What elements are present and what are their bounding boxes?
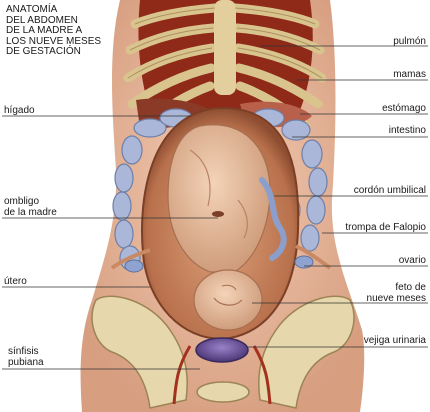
title-line-2: DEL ABDOMEN — [6, 14, 78, 26]
label-feto-line-1: feto de — [395, 282, 426, 293]
label-ombligo-line-1: ombligo — [4, 196, 40, 207]
label-estomago: estómago — [382, 103, 426, 114]
umbilical-cord — [259, 177, 287, 261]
label-ovario: ovario — [398, 255, 426, 266]
title-line-3: DE LA MADRE A — [6, 25, 83, 37]
label-higado: hígado — [4, 105, 35, 116]
label-feto: feto de nueve meses — [367, 282, 426, 304]
pelvis — [91, 295, 355, 409]
label-cordon-umbilical: cordón umbilical — [353, 185, 426, 196]
diagram-title: ANATOMÍA DEL ABDOMEN DE LA MADRE A LOS N… — [6, 4, 102, 58]
leader-lines — [2, 45, 428, 370]
ovary-right — [294, 255, 314, 269]
title-line-4: LOS NUEVE MESES — [6, 35, 102, 47]
fallopian-tube-right — [295, 244, 332, 270]
label-mamas: mamas — [393, 69, 426, 80]
label-feto-line-2: nueve meses — [366, 293, 426, 304]
label-sinfisis-line-1: sínfisis — [8, 346, 39, 357]
label-intestino: intestino — [388, 125, 426, 136]
fallopian-tube-left — [110, 248, 151, 270]
sternum — [214, 0, 236, 95]
label-ombligo: ombligo de la madre — [4, 196, 57, 218]
sinfisis-bone — [196, 381, 250, 403]
fetus — [167, 124, 271, 331]
label-pulmon: pulmón — [393, 36, 426, 47]
label-vejiga-urinaria: vejiga urinaria — [363, 335, 426, 346]
title-line-5: DE GESTACIÓN — [6, 46, 81, 58]
fetus-head — [193, 269, 263, 331]
ovary-left — [124, 259, 144, 273]
label-ombligo-line-2: de la madre — [4, 207, 57, 218]
title-line-1: ANATOMÍA — [6, 4, 58, 15]
bladder — [195, 337, 249, 363]
label-sinfisis-line-2: pubiana — [8, 357, 44, 368]
label-trompa-de-falopio: trompa de Falopio — [345, 222, 426, 233]
label-sinfisis-pubiana: sínfisis pubiana — [8, 346, 44, 368]
navel — [212, 211, 224, 217]
label-utero: útero — [4, 276, 27, 287]
